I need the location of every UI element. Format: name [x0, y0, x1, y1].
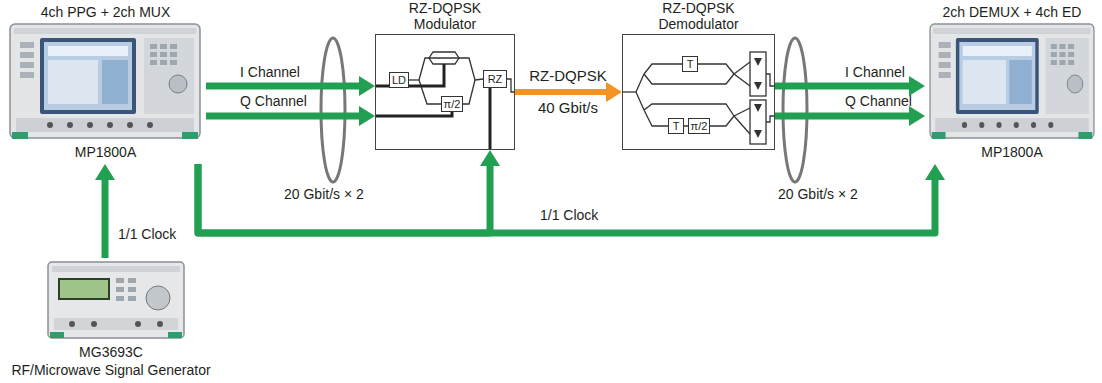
bundle-ellipse [783, 38, 807, 182]
arrow-head [909, 106, 925, 126]
rate-label: 20 Gbit/s × 2 [284, 186, 364, 202]
signal-label: I Channel [845, 64, 905, 80]
signal-generator: MG3693C RF/Microwave Signal Generator [2, 258, 220, 380]
component-label: T [683, 57, 697, 71]
device-label: 4ch PPG + 2ch MUX [5, 4, 206, 20]
device-outline [375, 34, 515, 150]
signal-label: I Channel [240, 64, 300, 80]
arrow-head [925, 164, 945, 180]
phase-shifter-box: π/2 [688, 118, 710, 134]
delay-box: T [668, 118, 684, 134]
signal-label: 1/1 Clock [540, 207, 598, 223]
component-box: LD [389, 72, 409, 88]
signal-label: 1/1 Clock [118, 226, 176, 242]
signal-line [206, 113, 360, 120]
component-label: π/2 [689, 119, 709, 133]
rate-label: 20 Gbit/s × 2 [778, 186, 858, 202]
signal-line [775, 83, 910, 90]
device-label: RF/Microwave Signal Generator [2, 362, 220, 378]
signal-arrow [198, 164, 945, 233]
arrow-head [480, 150, 500, 166]
demodulator-box: RZ-DQPSK DemodulatorT Tπ/2 [622, 0, 775, 150]
device-label: RZ-DQPSK Modulator [395, 0, 495, 32]
component-label: LD [390, 73, 408, 87]
instrument: 2ch DEMUX + 4ch ED MP1800A [925, 4, 1099, 164]
signal-line [775, 113, 910, 120]
arrow-head [359, 106, 375, 126]
phase-shifter-box: π/2 [441, 96, 463, 112]
signal-label: Q Channel [240, 93, 307, 109]
component-box: RZ [483, 70, 507, 88]
demodulator-optics [622, 52, 775, 144]
component-label: RZ [484, 71, 506, 87]
signal-label: RZ-DQPSK [529, 68, 607, 84]
instrument: 4ch PPG + 2ch MUX MP1800A [5, 4, 206, 164]
signal-arrow [198, 150, 500, 233]
signal-line [198, 164, 935, 233]
signal-arrow [515, 82, 622, 102]
modulator-electrodes [376, 64, 490, 149]
component-label: T [669, 119, 683, 133]
arrow-head [359, 76, 375, 96]
device-label: MP1800A [925, 144, 1099, 160]
photodiode-symbol [754, 58, 762, 138]
signal-line [515, 89, 607, 95]
instrument-picture [10, 24, 200, 139]
modulator-box: RZ-DQPSK ModulatorLD π/2 RZ [375, 0, 515, 150]
signal-arrow [775, 106, 925, 126]
device-label: RZ-DQPSK Demodulator [649, 0, 749, 32]
instrument-picture [930, 24, 1094, 139]
device-label: 2ch DEMUX + 4ch ED [925, 4, 1099, 20]
signal-line [102, 179, 109, 258]
arrow-head [95, 164, 115, 180]
bundle-ellipse [321, 38, 345, 182]
rate-label: 40 Gbit/s [538, 100, 598, 116]
component-label: π/2 [442, 97, 462, 111]
delay-box: T [682, 56, 698, 72]
signal-arrow [206, 106, 375, 126]
device-label: MP1800A [5, 144, 206, 160]
signal-line [198, 164, 490, 233]
signal-generator-picture [48, 262, 184, 338]
signal-arrow [95, 164, 115, 258]
arrow-head [606, 82, 622, 102]
signal-label: Q Channel [845, 93, 912, 109]
device-label: MG3693C [2, 344, 220, 360]
signal-line [206, 83, 360, 90]
